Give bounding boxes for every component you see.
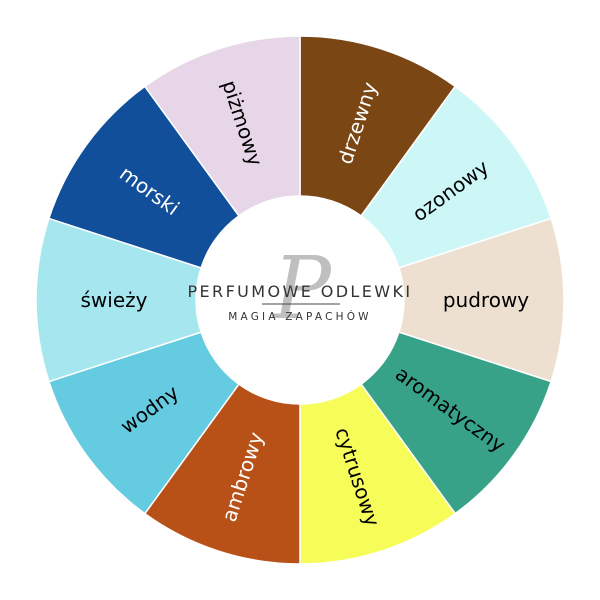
center-hole [196, 196, 404, 404]
brand-logo: P PERFUMOWE ODLEWKI MAGIA ZAPACHÓW [188, 239, 413, 339]
logo-monogram: P [271, 239, 333, 339]
logo-name: PERFUMOWE ODLEWKI [188, 282, 413, 301]
logo-tagline: MAGIA ZAPACHÓW [228, 310, 372, 323]
segment-label-pudrowy: pudrowy [443, 288, 529, 312]
wheel-segments [35, 35, 565, 565]
segment-label-świeży: świeży [81, 288, 148, 312]
